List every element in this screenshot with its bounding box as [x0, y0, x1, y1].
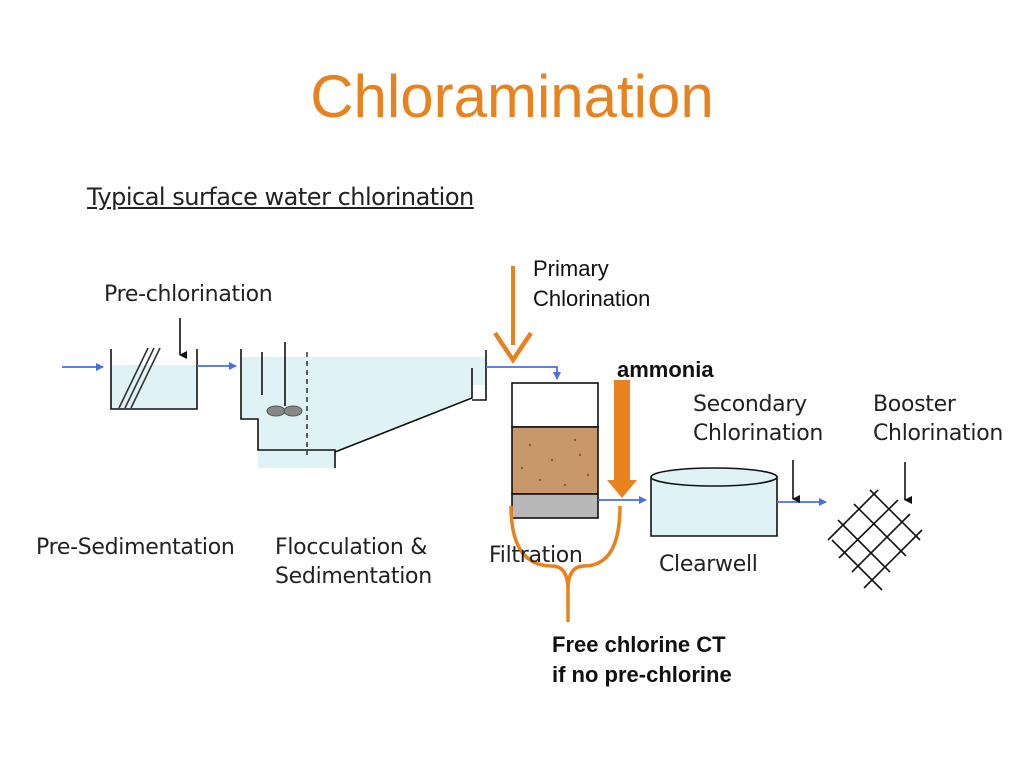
pre-sedimentation-tank [110, 347, 198, 410]
ammonia-arrow [607, 380, 637, 498]
label-pre-sedimentation: Pre-Sedimentation [36, 535, 235, 560]
label-clearwell: Clearwell [659, 552, 758, 577]
label-primary-chlorination-1: Primary [533, 256, 609, 281]
page-title: Chloramination [310, 63, 714, 130]
clearwell-tank [650, 467, 778, 537]
diagram-subtitle: Typical surface water chlorination [87, 183, 474, 211]
label-booster-chlorination-2: Chlorination [873, 421, 1004, 446]
label-flocculation-2: Sedimentation [275, 564, 432, 589]
label-booster-chlorination-1: Booster [873, 392, 956, 417]
label-flocculation-1: Flocculation & [275, 535, 428, 560]
flow-arrow-to-filter [486, 366, 561, 380]
filtration-filter [511, 382, 599, 519]
flocculation-sedimentation-basin [240, 342, 487, 468]
label-primary-chlorination-2: Chlorination [533, 286, 651, 311]
label-ammonia: ammonia [617, 357, 714, 382]
label-filtration: Filtration [489, 543, 583, 568]
label-secondary-chlorination-2: Chlorination [693, 421, 824, 446]
label-pre-chlorination: Pre-chlorination [104, 282, 273, 307]
label-secondary-chlorination-1: Secondary [693, 392, 807, 417]
label-free-chlorine-2: if no pre-chlorine [552, 662, 732, 687]
distribution-network [827, 489, 923, 591]
free-chlorine-ct-bracket [509, 505, 622, 622]
label-free-chlorine-1: Free chlorine CT [552, 632, 726, 657]
primary-chlorination-arrow [493, 266, 533, 365]
